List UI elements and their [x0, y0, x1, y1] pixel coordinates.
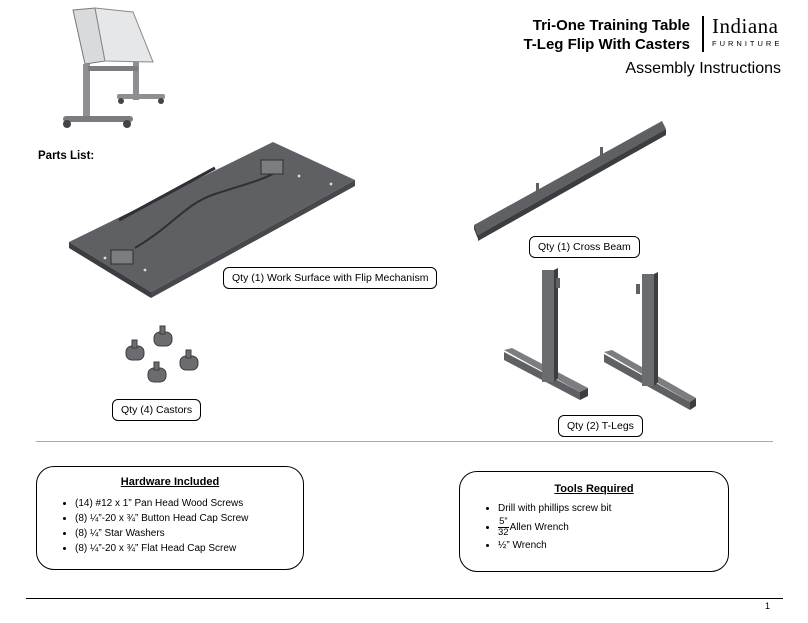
document-subtitle: Assembly Instructions — [625, 60, 781, 77]
castors-illustration — [125, 325, 199, 383]
cross-beam-illustration — [474, 121, 666, 241]
table-photo — [63, 7, 165, 128]
brand-sub: FURNITURE — [712, 39, 783, 48]
caption-work-surface: Qty (1) Work Surface with Flip Mechanism — [223, 267, 438, 289]
hardware-item: (8) ¼”-20 x ¾” Flat Head Cap Screw — [75, 541, 303, 556]
tool-item-label: Allen Wrench — [509, 522, 569, 534]
brand-logo: Indiana FURNITURE — [712, 14, 782, 48]
hardware-item: (8) ¼” Star Washers — [75, 526, 303, 541]
page-number: 1 — [764, 601, 770, 611]
hardware-list: (14) #12 x 1” Pan Head Wood Screws (8) ¼… — [37, 496, 303, 556]
fraction-denominator: 32 — [498, 527, 509, 538]
fraction-numerator: 5” — [498, 516, 509, 528]
section-divider — [36, 441, 773, 442]
hardware-item: (8) ¼”-20 x ¾” Button Head Cap Screw — [75, 511, 303, 526]
brand-name: Indiana — [712, 14, 779, 38]
footer-rule — [26, 598, 783, 599]
tools-title: Tools Required — [554, 483, 634, 495]
caption-cross-beam: Qty (1) Cross Beam — [529, 236, 640, 258]
caption-castors: Qty (4) Castors — [112, 399, 202, 421]
caption-t-legs: Qty (2) T-Legs — [558, 415, 643, 437]
hardware-item: (14) #12 x 1” Pan Head Wood Screws — [75, 496, 303, 511]
tools-panel: Tools Required Drill with phillips screw… — [459, 471, 729, 572]
tool-item-allen-wrench: 5” 32 Allen Wrench — [498, 517, 728, 538]
product-title-line2: T-Leg Flip With Casters — [523, 36, 690, 53]
tool-item: Drill with phillips screw bit — [498, 501, 728, 517]
tool-item: ½” Wrench — [498, 538, 728, 554]
hardware-panel: Hardware Included (14) #12 x 1” Pan Head… — [36, 466, 304, 570]
fraction: 5” 32 — [498, 517, 509, 538]
tools-list: Drill with phillips screw bit 5” 32 Alle… — [460, 501, 728, 554]
hardware-title: Hardware Included — [120, 476, 220, 488]
t-legs-illustration — [504, 268, 696, 410]
product-title-line1: Tri-One Training Table — [532, 17, 690, 34]
product-title: Tri-One Training Table T-Leg Flip With C… — [523, 16, 690, 54]
parts-list-label: Parts List: — [38, 150, 95, 162]
work-surface-illustration — [69, 142, 355, 298]
brand-divider — [702, 16, 704, 52]
